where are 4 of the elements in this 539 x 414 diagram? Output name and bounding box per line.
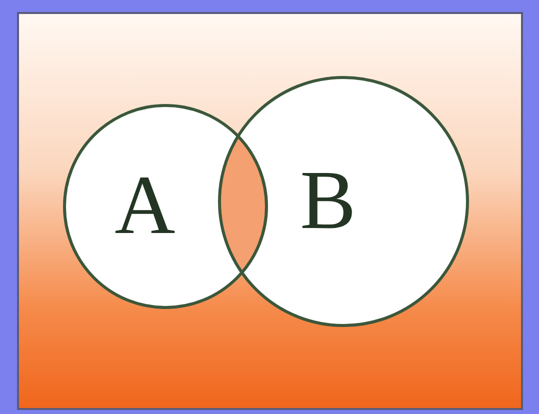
set-label: A xyxy=(114,164,176,248)
set-circle xyxy=(218,76,468,326)
set-circle xyxy=(62,104,268,308)
set-label: B xyxy=(298,159,358,243)
